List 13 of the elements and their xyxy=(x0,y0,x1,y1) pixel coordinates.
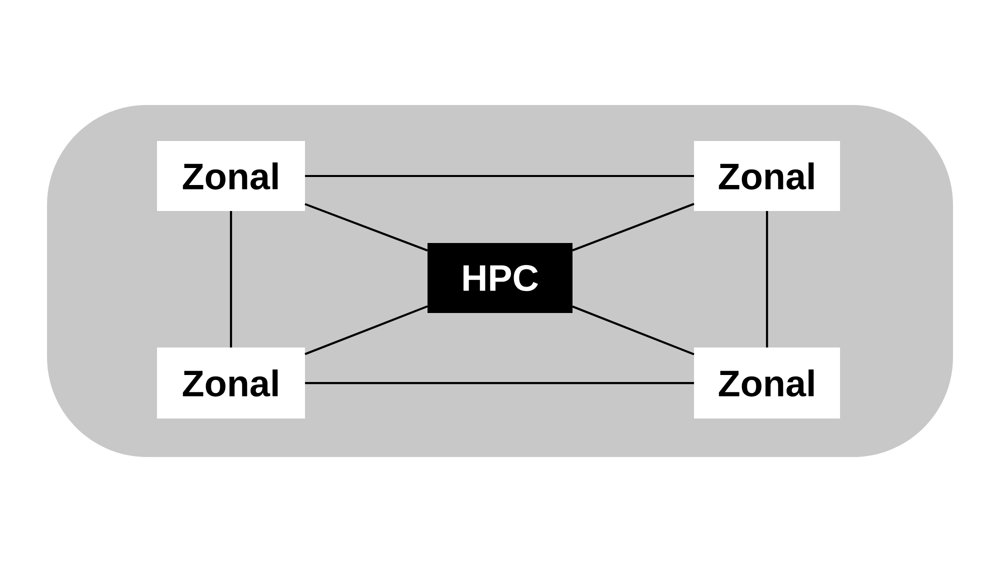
connector-line xyxy=(304,305,428,356)
connector-line xyxy=(766,211,768,348)
zone-box: Zonal xyxy=(694,348,840,419)
connector-line xyxy=(572,306,694,356)
connector-line xyxy=(230,211,232,348)
connector-line xyxy=(305,382,694,384)
connector-line xyxy=(304,203,428,252)
processor-box: HPC xyxy=(428,243,573,313)
connector-line xyxy=(572,202,694,252)
connector-line xyxy=(305,174,694,178)
zone-box: Zonal xyxy=(157,141,305,211)
zone-box: Zonal xyxy=(694,141,840,211)
zone-box: Zonal xyxy=(157,348,305,419)
